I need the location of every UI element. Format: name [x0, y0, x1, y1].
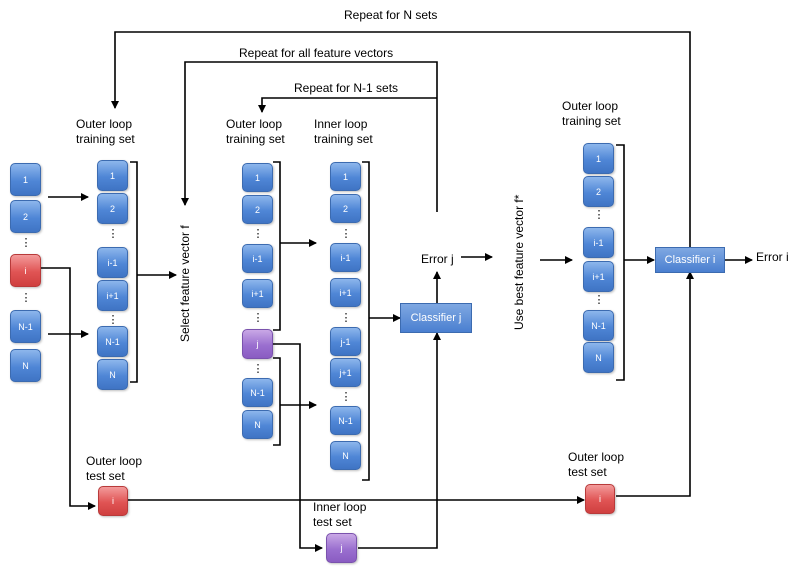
subset-box: 2: [242, 195, 273, 224]
subset-box: 1: [97, 160, 128, 191]
subset-box: 1: [330, 162, 361, 191]
ellipsis: ⋮: [593, 209, 605, 221]
inner-loop-training-label: Inner loop training set: [314, 117, 373, 146]
inner-test-box: j: [326, 533, 357, 563]
subset-box: N: [97, 359, 128, 390]
subset-box: i-1: [242, 244, 273, 273]
repeat-n1-loop: [258, 97, 437, 113]
ellipsis: ⋮: [593, 294, 605, 306]
subset-box: 1: [242, 163, 273, 192]
ellipsis: ⋮: [107, 314, 119, 326]
outer-loop-training-label: Outer loop training set: [76, 117, 135, 146]
ellipsis: ⋮: [252, 312, 264, 324]
inner-loop-test-label: Inner loop test set: [313, 500, 367, 529]
subset-box: N: [10, 349, 41, 382]
subset-box: 1: [10, 163, 41, 196]
subset-box: i-1: [583, 227, 614, 258]
subset-box: 1: [583, 143, 614, 174]
subset-box: N-1: [242, 378, 273, 407]
ellipsis: ⋮: [107, 228, 119, 240]
subset-box: N-1: [97, 326, 128, 357]
ellipsis: ⋮: [340, 391, 352, 403]
subset-box: 2: [330, 194, 361, 223]
ellipsis: ⋮: [20, 237, 32, 249]
ellipsis: ⋮: [340, 228, 352, 240]
subset-box: 2: [97, 193, 128, 224]
subset-box: N-1: [330, 406, 361, 435]
repeat-n-loop: [111, 31, 691, 255]
subset-box: N: [330, 441, 361, 470]
repeat-n1-label: Repeat for N-1 sets: [294, 81, 399, 95]
outer-loop-training-label: Outer loop training set: [562, 99, 621, 128]
subset-box: j+1: [330, 358, 361, 387]
classifier-i: Classifier i: [655, 247, 725, 273]
outer-loop-training-label: Outer loop training set: [226, 117, 285, 146]
outer-test-box: i: [98, 486, 128, 516]
subset-box: i+1: [583, 261, 614, 292]
outer-test-box: i: [585, 484, 615, 514]
repeat-all-loop: [181, 61, 438, 212]
subset-box: i+1: [330, 278, 361, 307]
subset-box: i+1: [242, 279, 273, 308]
subset-box: N-1: [10, 310, 41, 343]
subset-box: j-1: [330, 327, 361, 356]
subset-box: 2: [10, 200, 41, 233]
classifier-j: Classifier j: [400, 303, 472, 333]
select-feature-vector-label: Select feature vector f: [178, 225, 192, 342]
subset-box-test: i: [10, 254, 41, 287]
subset-box: i-1: [97, 247, 128, 278]
subset-box: N: [583, 342, 614, 373]
ellipsis: ⋮: [20, 292, 32, 304]
error-j-label: Error j: [421, 252, 454, 266]
subset-box: 2: [583, 176, 614, 207]
subset-box-validation: j: [242, 329, 273, 359]
outer-loop-test-label: Outer loop test set: [86, 454, 143, 483]
subset-box: N-1: [583, 310, 614, 341]
repeat-all-label: Repeat for all feature vectors: [239, 46, 394, 60]
subset-box: i+1: [97, 280, 128, 311]
outer-loop-test-label: Outer loop test set: [568, 450, 625, 479]
ellipsis: ⋮: [252, 363, 264, 375]
error-i-label: Error i: [756, 250, 789, 264]
subset-box: N: [242, 410, 273, 439]
repeat-n-label: Repeat for N sets: [344, 8, 438, 22]
ellipsis: ⋮: [340, 312, 352, 324]
ellipsis: ⋮: [252, 228, 264, 240]
use-best-feature-vector-label: Use best feature vector f*: [512, 194, 526, 330]
subset-box: i-1: [330, 243, 361, 272]
